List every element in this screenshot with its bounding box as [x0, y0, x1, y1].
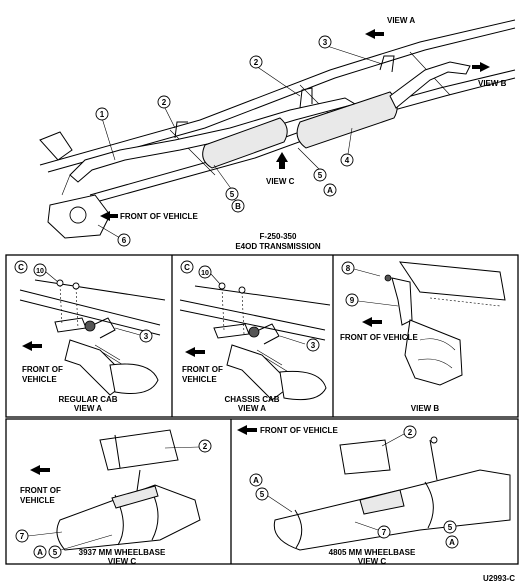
- view-b-front-arrow-icon: [362, 317, 382, 327]
- chassis-cab-callout-10: 10: [201, 270, 209, 277]
- regular-cab-front-line2: VEHICLE: [22, 375, 57, 384]
- callout-4: 4: [345, 156, 350, 165]
- wb4805-view: VIEW C: [358, 557, 387, 566]
- view-a-arrow-icon: [365, 29, 384, 39]
- view-b-front-label: FRONT OF VEHICLE: [340, 333, 418, 342]
- wb3937-callout-7: 7: [20, 532, 25, 541]
- chassis-cab-front-arrow-icon: [185, 347, 205, 357]
- wb3937-callout-2: 2: [203, 442, 208, 451]
- overview-labels: VIEW A VIEW B VIEW C FRONT OF VEHICLE F-…: [100, 16, 507, 251]
- figure-id: U2993-C: [483, 574, 515, 583]
- view-c-arrow-icon: [276, 152, 288, 169]
- regular-cab-callout-3: 3: [144, 332, 149, 341]
- callout-b: B: [235, 202, 241, 211]
- overview-callouts: 1 2 2 3 4 5 5 6 A B: [95, 35, 383, 247]
- view-b-callout-8: 8: [346, 264, 351, 273]
- callout-5a: 5: [230, 190, 235, 199]
- panel-chassis-cab: C 10 3 FRONT OF VEHICLE CHASSIS CAB VIEW…: [179, 260, 331, 413]
- panel-3937-wheelbase: 2 FRONT OF VEHICLE 7 A 5 3937 MM WHEELBA…: [15, 429, 212, 566]
- chassis-cab-corner-c: C: [184, 263, 190, 272]
- callout-1: 1: [100, 110, 105, 119]
- model-label: F-250-350: [260, 232, 297, 241]
- wb4805-callout-2: 2: [408, 428, 413, 437]
- panel-view-b: 8 9 FRONT OF VEHICLE VIEW B: [340, 261, 506, 413]
- wb4805-callout-5b: 5: [448, 523, 453, 532]
- view-c-label: VIEW C: [266, 177, 295, 186]
- wb3937-front-line2: VEHICLE: [20, 496, 55, 505]
- chassis-cab-view: VIEW A: [238, 404, 266, 413]
- wb3937-title: 3937 MM WHEELBASE: [79, 548, 166, 557]
- wb4805-callout-a2: A: [449, 538, 455, 547]
- callout-2b: 2: [254, 58, 259, 67]
- wb4805-front-arrow-icon: [237, 425, 257, 435]
- wb3937-front-line1: FRONT OF: [20, 486, 61, 495]
- view-b-title: VIEW B: [411, 404, 440, 413]
- chassis-cab-callout-3: 3: [311, 341, 316, 350]
- regular-cab-title: REGULAR CAB: [58, 395, 117, 404]
- callout-a: A: [327, 186, 333, 195]
- chassis-cab-title: CHASSIS CAB: [224, 395, 279, 404]
- wb4805-callout-5: 5: [260, 490, 265, 499]
- panel-regular-cab: C 10 3 FRONT OF VEHICLE REGULAR CAB VIEW…: [14, 260, 166, 413]
- wb3937-front-arrow-icon: [30, 465, 50, 475]
- wb4805-title: 4805 MM WHEELBASE: [329, 548, 416, 557]
- view-b-label: VIEW B: [478, 79, 507, 88]
- callout-3: 3: [323, 38, 328, 47]
- front-arrow-icon: [100, 211, 118, 221]
- regular-cab-callout-10: 10: [36, 268, 44, 275]
- callout-6: 6: [122, 236, 127, 245]
- regular-cab-front-line1: FRONT OF: [22, 365, 63, 374]
- regular-cab-front-arrow-icon: [22, 341, 42, 351]
- wb4805-front-label: FRONT OF VEHICLE: [260, 426, 338, 435]
- regular-cab-corner-c: C: [18, 263, 24, 272]
- overview-illustration: [39, 19, 516, 239]
- panel-4805-wheelbase: FRONT OF VEHICLE 2 A 5 7 A 5 4805 MM WHE…: [237, 425, 511, 566]
- front-of-vehicle-label: FRONT OF VEHICLE: [120, 212, 198, 221]
- wb4805-callout-7: 7: [382, 528, 387, 537]
- view-a-label: VIEW A: [387, 16, 415, 25]
- view-b-arrow-icon: [472, 62, 490, 72]
- chassis-cab-front-line1: FRONT OF: [182, 365, 223, 374]
- callout-2a: 2: [162, 98, 167, 107]
- callout-5b: 5: [318, 171, 323, 180]
- view-b-callout-9: 9: [350, 296, 355, 305]
- chassis-cab-front-line2: VEHICLE: [182, 375, 217, 384]
- regular-cab-view: VIEW A: [74, 404, 102, 413]
- wb3937-callout-5: 5: [53, 548, 58, 557]
- transmission-label: E4OD TRANSMISSION: [235, 242, 321, 251]
- wb3937-callout-a: A: [37, 548, 43, 557]
- wb3937-view: VIEW C: [108, 557, 137, 566]
- wb4805-callout-a: A: [253, 476, 259, 485]
